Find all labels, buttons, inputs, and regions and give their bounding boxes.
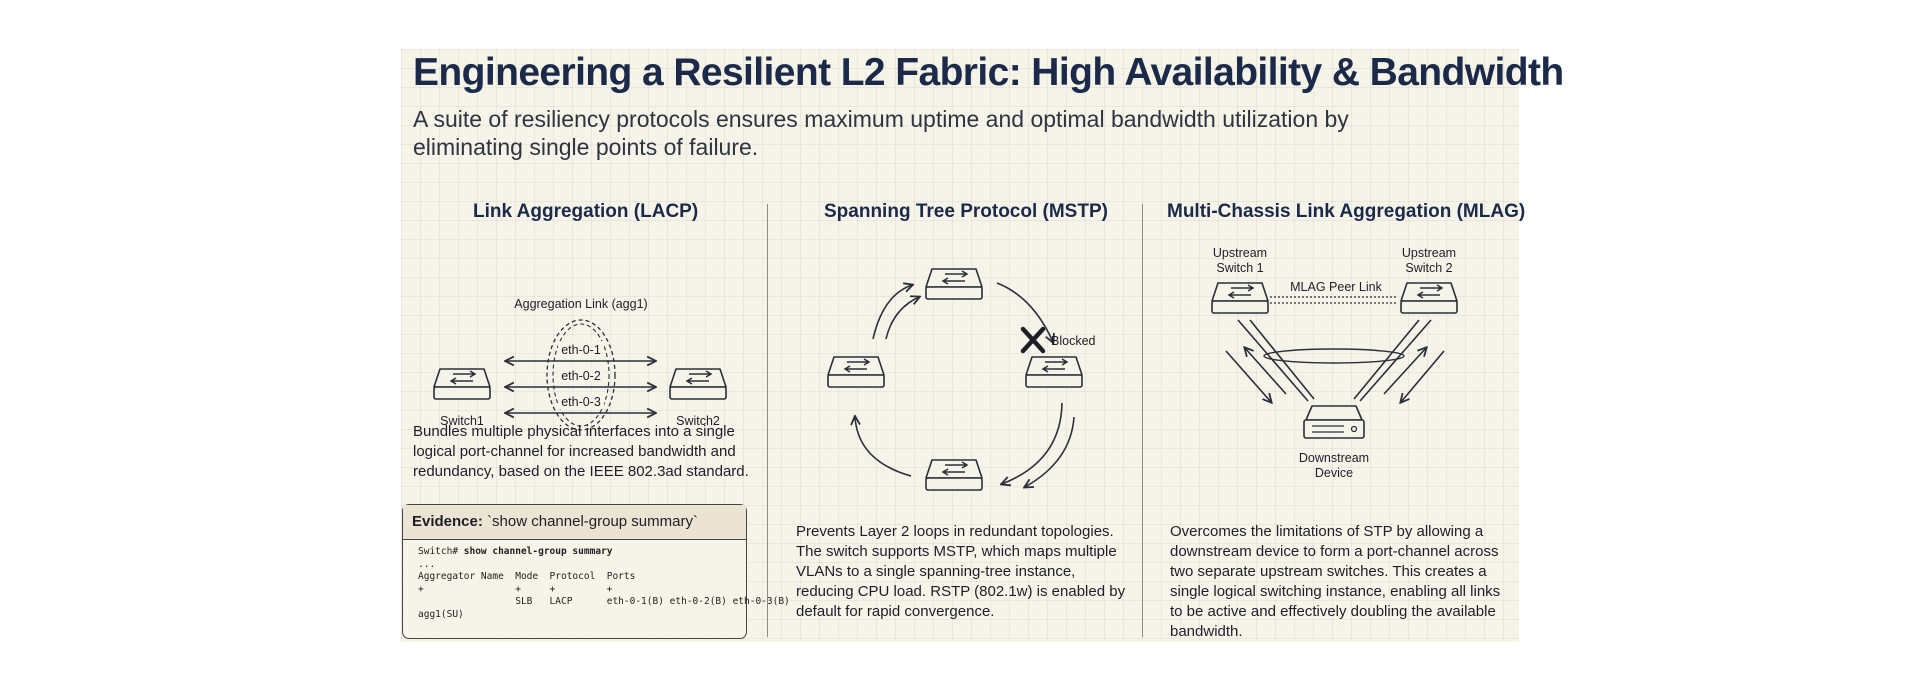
switch1-icon [433, 368, 491, 400]
link-label-3: eth-0-3 [561, 395, 601, 409]
flow-arrow-3 [1401, 350, 1445, 402]
loop-arrow-bottom-right-2 [1025, 416, 1075, 487]
mstp-description: Prevents Layer 2 loops in redundant topo… [796, 523, 1126, 620]
downstream-device-icon [1303, 405, 1365, 439]
mlag-bundle-ellipse [1263, 348, 1405, 364]
upstream-switch1-icon [1211, 282, 1269, 314]
switch-top-icon [925, 268, 983, 300]
evidence-terminal: Switch# show channel-group summary ... A… [403, 540, 790, 621]
terminal-prompt-line: Switch# show channel-group summary [418, 546, 613, 557]
switch-left-icon [827, 356, 885, 388]
mlag-description: Overcomes the limitations of STP by allo… [1170, 523, 1501, 640]
switch-bottom-icon [925, 459, 983, 491]
evidence-command-title: `show channel-group summary` [487, 513, 698, 530]
column-divider [767, 204, 768, 637]
evidence-header: Evidence: `show channel-group summary` [403, 505, 746, 540]
flow-arrow-1 [1225, 350, 1271, 402]
terminal-line: + + + + [418, 583, 613, 595]
loop-arrow-bottom-right [1002, 402, 1063, 484]
mlag-heading: Multi-Chassis Link Aggregation (MLAG) [1167, 201, 1526, 222]
mstp-heading: Spanning Tree Protocol (MSTP) [824, 201, 1108, 222]
flow-arrow-4 [1383, 348, 1426, 395]
loop-arrow-top-right [996, 282, 1053, 342]
column-divider [1142, 204, 1143, 637]
upstream-switch2-icon [1400, 282, 1458, 314]
flow-arrow-2 [1245, 348, 1287, 395]
infographic-card: Engineering a Resilient L2 Fabric: High … [401, 49, 1564, 642]
loop-arrow-top-left [872, 285, 912, 340]
aggregation-ellipse [546, 319, 616, 431]
link-us1-ds [1237, 319, 1309, 402]
lacp-description: Bundles multiple physical interfaces int… [413, 423, 749, 480]
loop-arrow-top-left-2 [885, 297, 919, 340]
evidence-panel: Evidence: `show channel-group summary` S… [402, 504, 790, 639]
loop-arrow-bottom-left [855, 417, 912, 477]
link-label-1: eth-0-1 [561, 343, 601, 357]
evidence-label: Evidence: [412, 513, 483, 530]
lacp-heading: Link Aggregation (LACP) [473, 201, 699, 222]
mstp-diagram: Blocked [827, 268, 1096, 491]
link-us2-ds [1359, 319, 1432, 402]
terminal-line: ... [418, 558, 436, 570]
switch2-icon [669, 368, 727, 400]
blocked-label: Blocked [1051, 334, 1096, 348]
aggregation-link-label: Aggregation Link (agg1) [514, 297, 647, 311]
terminal-line: Aggregator Name Mode Protocol Ports [418, 571, 636, 582]
switch-right-icon [1025, 356, 1083, 388]
blocked-x-icon [1020, 326, 1046, 354]
terminal-line: agg1(SU) [418, 608, 464, 620]
aggregation-ellipse-inner [552, 323, 610, 427]
peer-link-label: MLAG Peer Link [1290, 280, 1382, 294]
switch1-label: Switch1 [440, 414, 484, 428]
terminal-line: SLB LACP eth-0-1(B) eth-0-2(B) eth-0-3(B… [418, 596, 790, 607]
switch2-label: Switch2 [676, 414, 720, 428]
page-subtitle: A suite of resiliency protocols ensures … [413, 106, 1349, 160]
lacp-diagram: Aggregation Link (agg1) eth-0-1 eth-0-2 … [433, 297, 727, 431]
page-title: Engineering a Resilient L2 Fabric: High … [413, 51, 1564, 94]
link-label-2: eth-0-2 [561, 369, 601, 383]
